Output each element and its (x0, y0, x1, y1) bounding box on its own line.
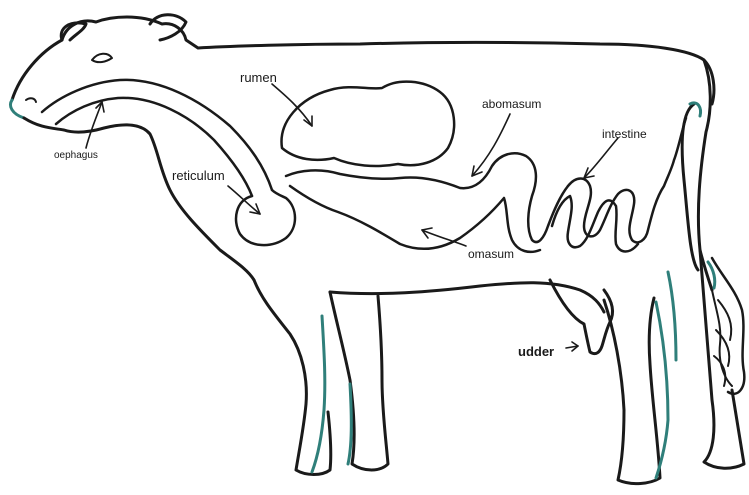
tail-switch (708, 258, 744, 394)
front-leg-left-accent (312, 316, 325, 472)
label-esophagus: oephagus (54, 150, 98, 161)
intestine-coils-inner (552, 196, 638, 252)
label-abomasum: abomasum (482, 97, 541, 111)
front-leg-right (330, 292, 388, 470)
label-omasum: omasum (468, 247, 514, 261)
belly-outline (330, 283, 604, 312)
label-rumen: rumen (240, 70, 277, 85)
front-leg-right-accent (348, 384, 351, 464)
digestive-tract (42, 80, 686, 252)
eye-icon (92, 54, 112, 62)
muzzle-outline (11, 100, 25, 118)
ear-right (150, 15, 186, 40)
rumen-organ (282, 82, 455, 166)
reticulum-organ (236, 190, 295, 245)
hind-leg-left (604, 298, 660, 484)
tail-hip-accent (690, 103, 701, 116)
esophagus-tube (42, 80, 272, 190)
pointer-esophagus (86, 102, 102, 148)
pointer-intestine (584, 138, 618, 178)
hind-leg-right (700, 250, 744, 468)
pointer-rumen (272, 84, 312, 126)
head-outline (12, 17, 714, 104)
jaw-outline (24, 118, 254, 280)
omasum-lower-wall (290, 186, 540, 252)
hind-leg-right-accent (668, 272, 676, 360)
label-reticulum: reticulum (172, 168, 225, 183)
pointer-reticulum (228, 186, 260, 214)
label-udder: udder (518, 344, 554, 359)
label-intestine: intestine (602, 127, 647, 141)
tail-outline (682, 104, 698, 270)
organ-labels: rumen abomasum intestine reticulum omasu… (54, 70, 647, 359)
nostril-icon (26, 98, 36, 102)
